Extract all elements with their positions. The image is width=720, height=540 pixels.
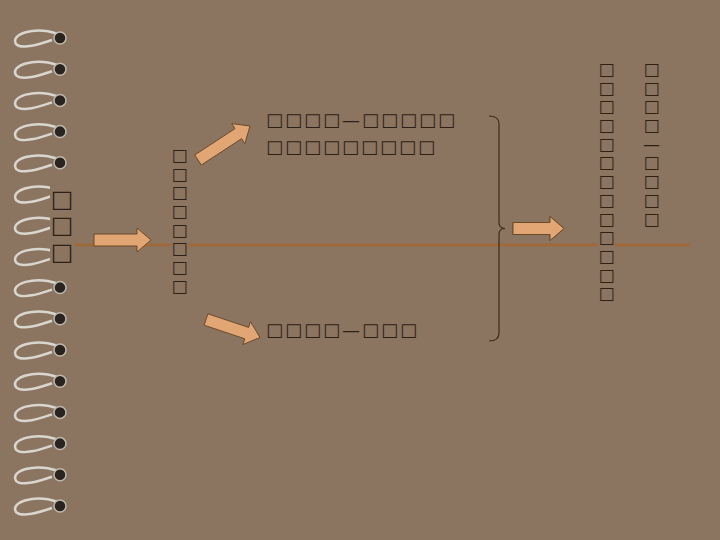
node-text: □□□□—□□□□□ □□□□□□□□□ [266,106,481,160]
spiral-ring [15,156,58,172]
binding-hole [54,157,66,169]
connector [195,124,250,165]
merge-bracket [489,116,505,229]
binding-hole [54,282,66,294]
binding-hole [54,32,66,44]
spiral-ring [15,280,58,296]
binding-hole [54,406,66,418]
spiral-binding [15,31,66,515]
spiral-ring [15,124,58,140]
spiral-ring [15,31,58,47]
node-text: □□□□—□□□ [266,316,466,343]
binding-hole [54,438,66,450]
connector [204,314,260,345]
block-arrow [195,124,250,165]
connector [94,228,151,252]
block-arrow [513,217,564,241]
spiral-ring [15,436,58,452]
binding-hole [54,375,66,387]
spiral-ring [15,93,58,109]
spiral-ring [15,62,58,78]
block-arrow [94,228,151,252]
column-text: □□□□□□□□□□□□□ [598,60,615,303]
spiral-ring [15,374,58,390]
binding-hole [54,126,66,138]
text-node: □□□ [50,186,74,265]
binding-hole [54,94,66,106]
spiral-ring [15,499,58,515]
binding-hole [54,469,66,481]
text-node: □□□□—□□□□□ □□□□□□□□□ [266,106,481,160]
node-text: □□□□□□□□ [171,146,188,296]
binding-hole [54,344,66,356]
text-node: □□□□□□□□ [171,146,188,296]
binding-hole [54,313,66,325]
merge-bracket [489,229,505,342]
spiral-ring [15,468,58,484]
binding-hole [54,63,66,75]
connector [489,116,564,241]
binding-hole [54,500,66,512]
node-text: □□□ [50,186,74,265]
connector [489,217,564,342]
column-heading: □□□□—□□□□ [643,60,660,228]
block-arrow [513,217,564,241]
text-node: □□□□—□□□ [266,316,466,343]
text-node: □□□□—□□□□ □□□□□□□□□□□□□ [598,60,660,303]
spiral-ring [15,405,58,421]
spiral-ring [15,343,58,359]
block-arrow [204,314,260,345]
spiral-ring [15,312,58,328]
